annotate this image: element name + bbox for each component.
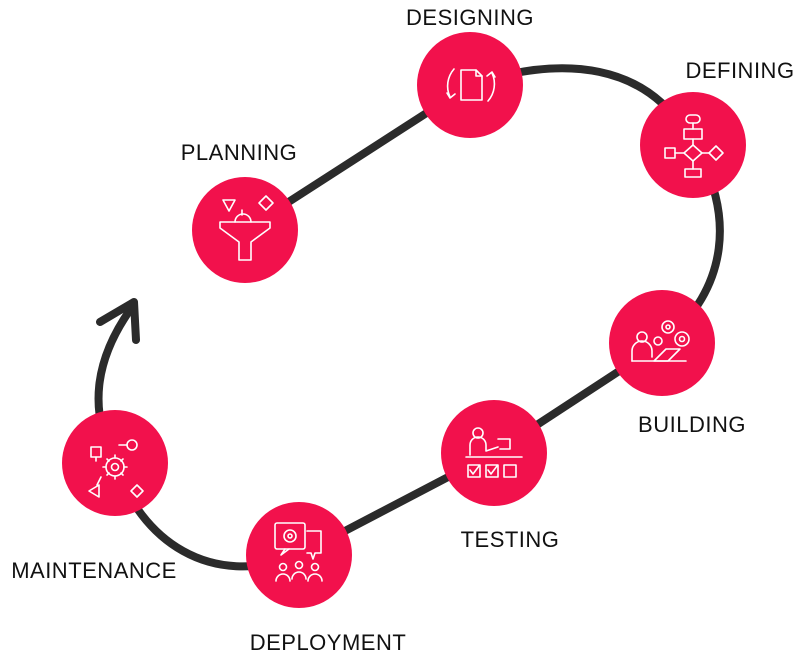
stage-building: BUILDING <box>609 290 746 437</box>
gear-presentation-team-icon <box>274 522 323 582</box>
testing-label: TESTING <box>461 527 560 552</box>
building-label: BUILDING <box>638 412 746 437</box>
deployment-node <box>246 502 352 608</box>
planning-node <box>192 177 298 283</box>
testing-node <box>441 400 547 506</box>
stage-designing: DESIGNING <box>406 5 534 138</box>
stage-testing: TESTING <box>441 400 559 552</box>
funnel-shapes-icon <box>219 195 274 261</box>
stage-maintenance: MAINTENANCE <box>11 410 177 583</box>
designing-label: DESIGNING <box>406 5 534 30</box>
person-checkboxes-icon <box>465 427 523 478</box>
flowchart-icon <box>664 114 724 178</box>
stage-deployment: DEPLOYMENT <box>246 502 406 655</box>
stage-defining: DEFINING <box>640 58 794 198</box>
document-cycle-icon <box>446 68 496 102</box>
defining-label: DEFINING <box>685 58 794 83</box>
designing-node <box>417 32 523 138</box>
deployment-label: DEPLOYMENT <box>250 630 407 655</box>
stage-planning: PLANNING <box>181 140 298 283</box>
maintenance-label: MAINTENANCE <box>11 558 177 583</box>
person-laptop-gears-icon <box>631 320 690 362</box>
planning-label: PLANNING <box>181 140 297 165</box>
gear-process-shapes-icon <box>88 439 144 498</box>
arrow-head-icon <box>96 298 140 344</box>
